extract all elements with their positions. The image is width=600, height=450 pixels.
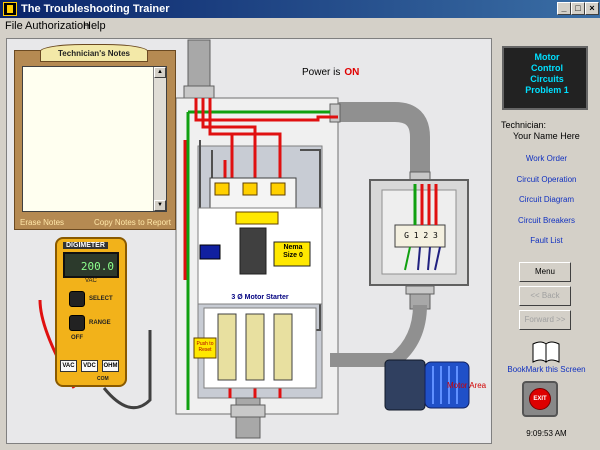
power-state: ON xyxy=(344,67,360,78)
link-fault-list[interactable]: Fault List xyxy=(530,236,563,245)
link-circuit-breakers[interactable]: Circuit Breakers xyxy=(518,216,575,225)
scroll-down-icon[interactable]: ▼ xyxy=(154,200,166,211)
close-button[interactable]: × xyxy=(585,2,599,15)
bookmark-link[interactable]: BookMark this Screen xyxy=(507,365,586,374)
copy-notes-link[interactable]: Copy Notes to Report xyxy=(94,218,171,227)
notes-scrollbar[interactable]: ▲ ▼ xyxy=(153,67,166,211)
menu-file[interactable]: File xyxy=(5,20,23,32)
mode-ohm[interactable]: OHM xyxy=(102,360,119,372)
problem-title: Motor Control Circuits Problem 1 xyxy=(525,52,569,95)
exit-button[interactable]: EXIT xyxy=(522,381,558,417)
menu-bar: File Authorization Help xyxy=(0,18,600,35)
erase-notes-link[interactable]: Erase Notes xyxy=(20,218,65,227)
select-button[interactable] xyxy=(69,291,85,307)
off-label: OFF xyxy=(71,335,83,341)
meter-unit: VAC xyxy=(85,278,97,284)
com-jack-label: COM xyxy=(97,376,109,382)
notes-textarea[interactable] xyxy=(22,66,167,212)
technician-label: Technician: xyxy=(501,120,547,130)
problem-box: Motor Control Circuits Problem 1 xyxy=(502,46,588,110)
menu-help[interactable]: Help xyxy=(83,20,106,32)
mode-vdc[interactable]: VDC xyxy=(81,360,98,372)
range-button[interactable] xyxy=(69,315,85,331)
menu-authorization[interactable]: Authorization xyxy=(25,20,90,32)
overload-reset-button[interactable]: Push to Reset xyxy=(196,341,214,353)
meter-brand: DIGIMETER xyxy=(63,242,108,249)
motor-area-label[interactable]: Motor Area xyxy=(447,381,487,390)
title-bar: The Troubleshooting Trainer _ □ × xyxy=(0,0,600,18)
clock: 9:09:53 AM xyxy=(526,429,567,438)
digital-multimeter: DIGIMETER 200.0 VAC SELECT RANGE OFF VAC… xyxy=(55,237,127,387)
meter-display: 200.0 xyxy=(63,252,119,278)
nema-label: Nema Size 0 xyxy=(283,244,303,259)
link-circuit-diagram[interactable]: Circuit Diagram xyxy=(518,195,575,204)
link-work-order[interactable]: Work Order xyxy=(525,154,568,163)
maximize-button[interactable]: □ xyxy=(571,2,585,15)
menu-button[interactable]: Menu xyxy=(519,262,571,282)
minimize-button[interactable]: _ xyxy=(557,2,571,15)
notes-title: Technician's Notes xyxy=(40,44,148,62)
range-label: RANGE xyxy=(89,320,111,326)
mode-vac[interactable]: VAC xyxy=(60,360,77,372)
window-title: The Troubleshooting Trainer xyxy=(21,3,170,15)
starter-name: 3 Ø Motor Starter xyxy=(231,294,289,301)
forward-button[interactable]: Forward >> xyxy=(519,310,571,330)
power-label: Power is xyxy=(302,67,341,78)
back-button[interactable]: << Back xyxy=(519,286,571,306)
technician-name: Your Name Here xyxy=(513,131,580,141)
junction-terminals: G 1 2 3 xyxy=(404,231,438,240)
exit-label: EXIT xyxy=(529,388,551,410)
right-panel: Motor Control Circuits Problem 1 Technic… xyxy=(497,38,596,444)
link-circuit-operation[interactable]: Circuit Operation xyxy=(516,175,577,184)
select-label: SELECT xyxy=(89,296,113,302)
book-icon[interactable] xyxy=(497,336,596,366)
app-icon xyxy=(3,2,17,16)
scroll-up-icon[interactable]: ▲ xyxy=(154,67,166,78)
